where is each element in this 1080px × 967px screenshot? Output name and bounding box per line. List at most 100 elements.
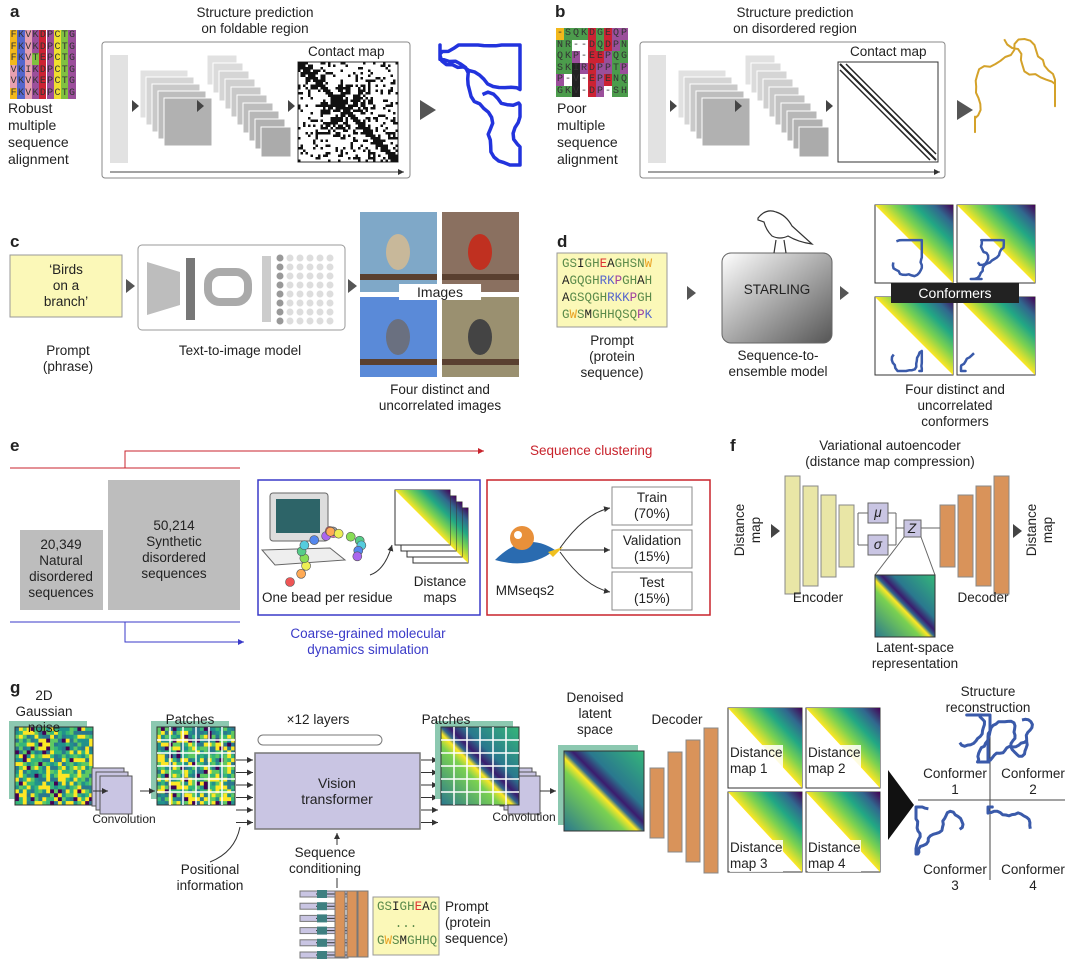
contact-pixel <box>365 97 368 100</box>
noise-pixel <box>164 797 169 802</box>
contact-pixel <box>350 84 353 87</box>
decoder-layer-g <box>685 739 701 863</box>
noise-pixel <box>73 742 78 747</box>
noise-pixel <box>207 738 212 743</box>
noise-pixel <box>54 785 59 790</box>
noise-pixel <box>231 769 236 775</box>
noise-pixel <box>46 793 51 798</box>
noise-pixel <box>30 793 35 798</box>
contact-pixel <box>305 72 308 75</box>
contact-pixel <box>373 79 376 82</box>
noise-pixel <box>15 777 20 782</box>
residue: P <box>614 274 623 288</box>
noise-pixel <box>26 754 31 759</box>
noise-pixel <box>22 793 27 798</box>
contact-pixel <box>388 137 391 140</box>
residue: G <box>637 291 645 305</box>
sequence-line: GSIGHEAG <box>377 899 437 916</box>
noise-pixel <box>168 758 173 763</box>
output-dot <box>296 308 304 316</box>
noise-pixel <box>57 734 63 739</box>
noise-pixel <box>46 758 51 763</box>
noise-pixel <box>196 730 201 736</box>
contact-pixel <box>358 122 361 125</box>
noise-pixel <box>231 793 236 798</box>
contact-pixel <box>370 142 373 145</box>
noise-pixel <box>192 769 197 775</box>
contact-pixel <box>303 74 306 77</box>
noise-pixel <box>199 742 205 747</box>
noise-pixel <box>157 746 162 751</box>
contact-pixel <box>305 67 308 70</box>
noise-pixel <box>34 801 39 806</box>
noise-pixel <box>61 777 66 782</box>
prompt-phrase: ‘Birds on a branch’ <box>43 262 89 309</box>
noise-pixel <box>160 777 166 782</box>
denoised-label: Denoised latent space <box>566 690 624 737</box>
noise-pixel <box>81 766 86 771</box>
contact-pixel <box>353 139 356 142</box>
msa-cell: K <box>17 87 25 99</box>
noise-pixel <box>15 738 20 743</box>
contact-pixel <box>363 124 366 127</box>
contact-pixel <box>338 159 341 162</box>
noise-pixel <box>172 727 177 732</box>
msa-cell: D <box>588 85 596 97</box>
msa-cell: P <box>620 28 628 40</box>
contact-pixel <box>363 102 366 105</box>
noise-pixel <box>26 742 31 747</box>
noise-pixel <box>172 773 177 778</box>
contact-pixel <box>353 109 356 112</box>
contact-pixel <box>305 132 308 135</box>
contact-pixel <box>395 122 398 125</box>
noise-pixel <box>30 773 35 778</box>
noise-pixel <box>42 785 47 790</box>
noise-pixel <box>18 797 24 802</box>
vae-input-label: Distance map <box>732 503 763 557</box>
residue: E <box>599 257 608 271</box>
noise-pixel <box>160 754 166 759</box>
noise-pixel <box>85 762 90 767</box>
starling-box <box>721 252 833 344</box>
contact-pixel <box>363 149 366 152</box>
noise-pixel <box>172 758 177 763</box>
noise-pixel <box>18 742 24 747</box>
contact-pixel <box>323 112 326 115</box>
noise-pixel <box>26 789 31 794</box>
output-distance-map-3-heatmap <box>728 792 802 872</box>
contact-pixel <box>320 74 323 77</box>
noise-pixel <box>42 793 47 798</box>
msa-cell: T <box>61 87 69 99</box>
noise-pixel <box>50 738 55 743</box>
noise-pixel <box>22 738 27 743</box>
msa-cell: V <box>572 85 580 97</box>
noise-pixel <box>207 793 212 798</box>
noise-pixel <box>15 758 20 763</box>
contact-pixel <box>380 139 383 142</box>
noise-pixel <box>164 738 169 743</box>
msa-cell: D <box>39 41 47 53</box>
residue: A <box>562 274 570 288</box>
contact-pixel <box>368 82 371 85</box>
contact-pixel <box>380 114 383 117</box>
contact-pixel <box>375 127 378 130</box>
contact-pixel <box>328 104 331 107</box>
contact-pixel <box>333 64 336 67</box>
contact-pixel <box>313 74 316 77</box>
contact-pixel <box>350 114 353 117</box>
noise-pixel <box>188 738 193 743</box>
noise-pixel <box>231 801 236 806</box>
noise-pixel <box>57 801 63 806</box>
contact-pixel <box>335 94 338 97</box>
bead-caption: One bead per residue <box>262 590 393 605</box>
contact-pixel <box>380 92 383 95</box>
contact-pixel <box>315 72 318 75</box>
contact-pixel <box>363 132 366 135</box>
noise-pixel <box>176 738 181 743</box>
noise-pixel <box>157 785 162 790</box>
noise-pixel <box>168 730 173 736</box>
contact-pixel <box>343 109 346 112</box>
noise-pixel <box>160 781 166 786</box>
residue: N <box>637 257 645 271</box>
contact-pixel <box>393 137 396 140</box>
